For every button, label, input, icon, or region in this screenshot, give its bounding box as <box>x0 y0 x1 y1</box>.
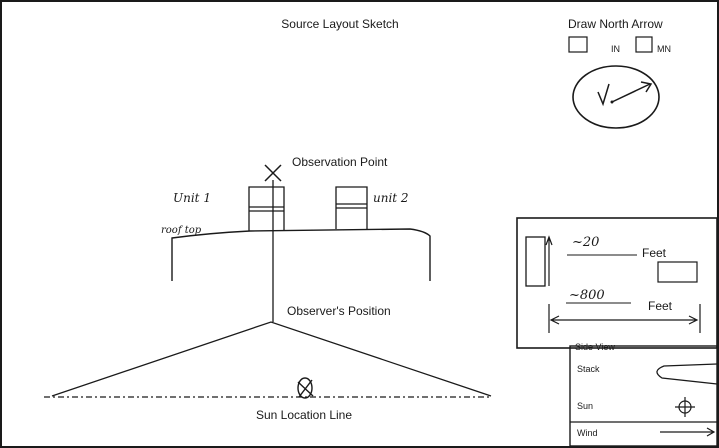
side-view-caption: Side View <box>575 342 615 352</box>
handwritten-height-value: ~20 <box>572 235 599 250</box>
height-units-label: Feet <box>642 246 667 260</box>
sun-location-line-label: Sun Location Line <box>256 408 352 422</box>
sun-crosshair-icon <box>675 397 695 417</box>
legend-wind-label: Wind <box>577 428 598 438</box>
observation-point: Observation Point <box>264 155 388 182</box>
distance-arrow <box>549 315 699 325</box>
north-arrow-drawing-icon <box>597 81 653 107</box>
sun-position-mark-icon <box>297 377 314 399</box>
handwritten-unit-1: Unit 1 <box>173 191 211 205</box>
legend-stack-label: Stack <box>577 364 600 374</box>
wind-arrow-icon <box>660 427 716 437</box>
stack-plume-icon <box>656 363 718 385</box>
distance-units-label: Feet <box>648 299 673 313</box>
north-arrow-section: Draw North Arrow IN MN <box>568 17 671 129</box>
observation-point-label: Observation Point <box>292 155 388 169</box>
north-arrow-heading: Draw North Arrow <box>568 17 663 31</box>
side-view-receptor-block <box>657 261 698 283</box>
checkbox-in-label: IN <box>611 44 620 54</box>
legend-sun-label: Sun <box>577 401 593 411</box>
observation-point-x-icon <box>264 164 282 182</box>
checkbox-mn-label: MN <box>657 44 671 54</box>
observer-position-label: Observer's Position <box>287 304 391 318</box>
handwritten-unit-2: unit 2 <box>373 191 409 205</box>
checkbox-in[interactable] <box>568 36 588 53</box>
form-title: Source Layout Sketch <box>281 17 398 31</box>
north-arrow-circle[interactable] <box>572 65 660 129</box>
legend-panel: Side View Stack Sun Wind <box>569 342 718 447</box>
sun-angle-triangle <box>51 321 492 397</box>
unit-2-building <box>335 186 368 229</box>
side-view-panel: ~20 Feet ~800 Feet <box>516 217 718 349</box>
side-view-height-arrow <box>545 235 553 286</box>
handwritten-distance-value: ~800 <box>569 288 605 303</box>
roof-line <box>171 228 431 281</box>
side-view-stack <box>525 236 546 287</box>
unit-1-building <box>248 186 285 231</box>
handwritten-roof-top: roof top <box>161 225 202 236</box>
checkbox-mn[interactable] <box>635 36 653 53</box>
